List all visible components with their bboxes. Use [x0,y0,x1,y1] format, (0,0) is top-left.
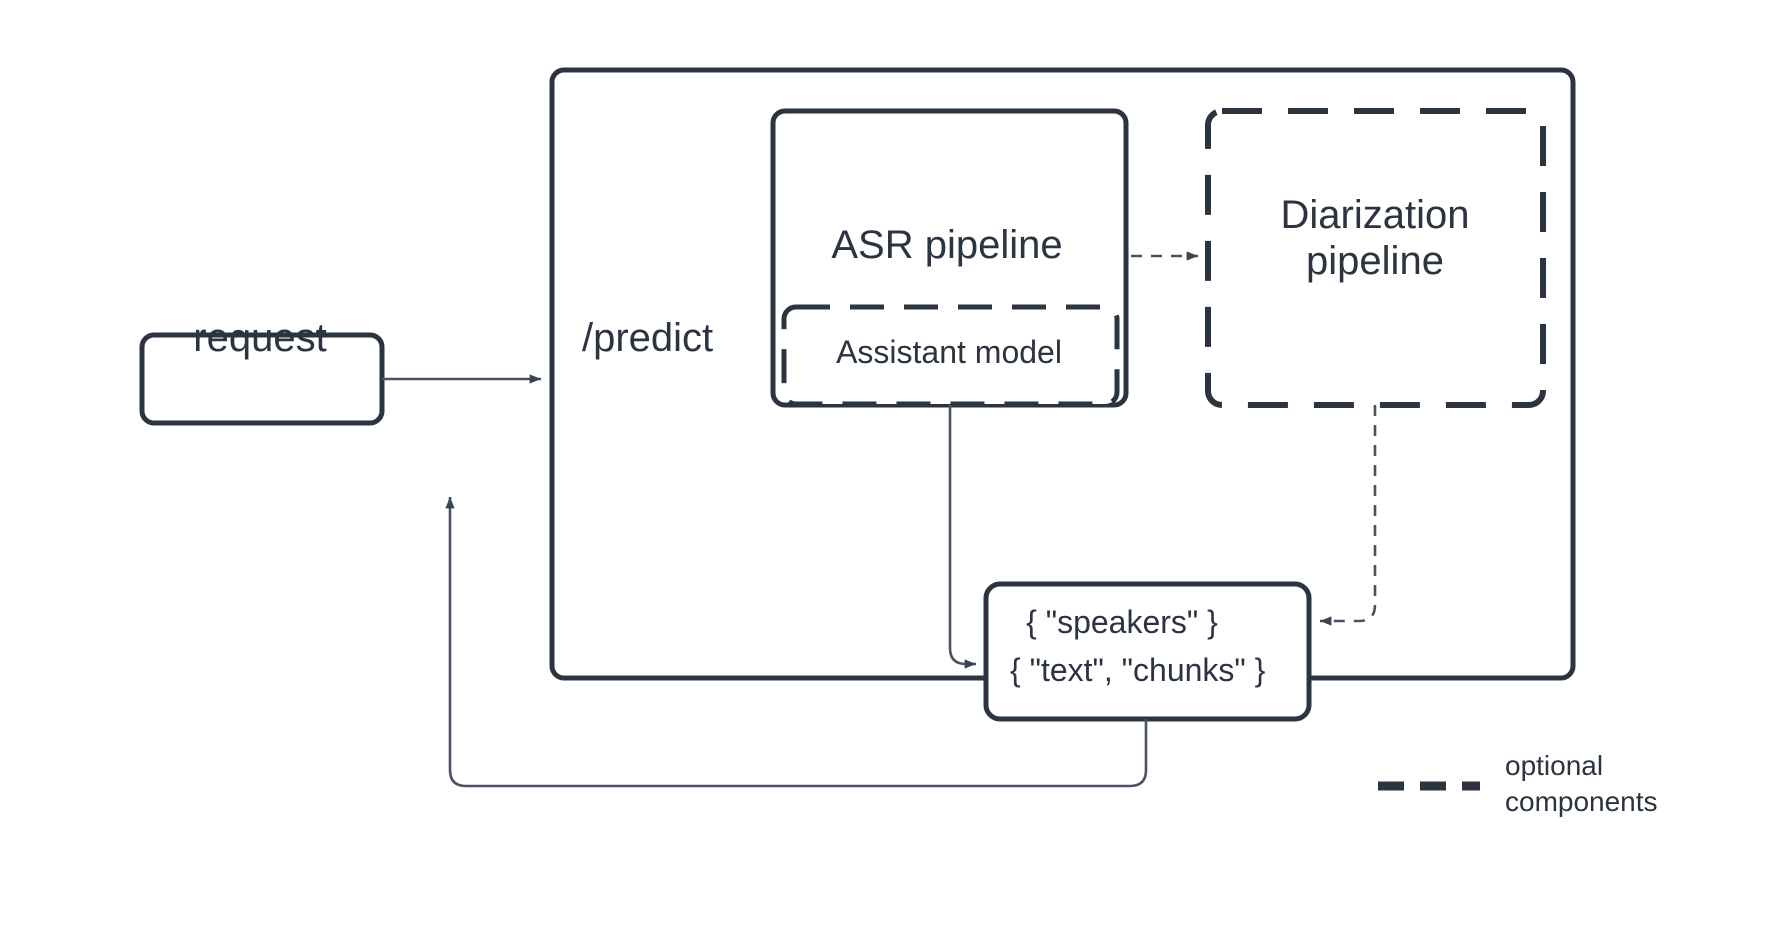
request-node-shape[interactable] [139,332,385,426]
edge-output-to-response [445,496,1148,788]
edge-diarization-to-output [1319,405,1377,626]
diarization-pipeline-shape[interactable] [1205,108,1546,408]
output-node-shape[interactable] [983,581,1312,722]
edge-asr-to-output [948,405,977,669]
assistant-model-shape[interactable] [781,304,1120,407]
